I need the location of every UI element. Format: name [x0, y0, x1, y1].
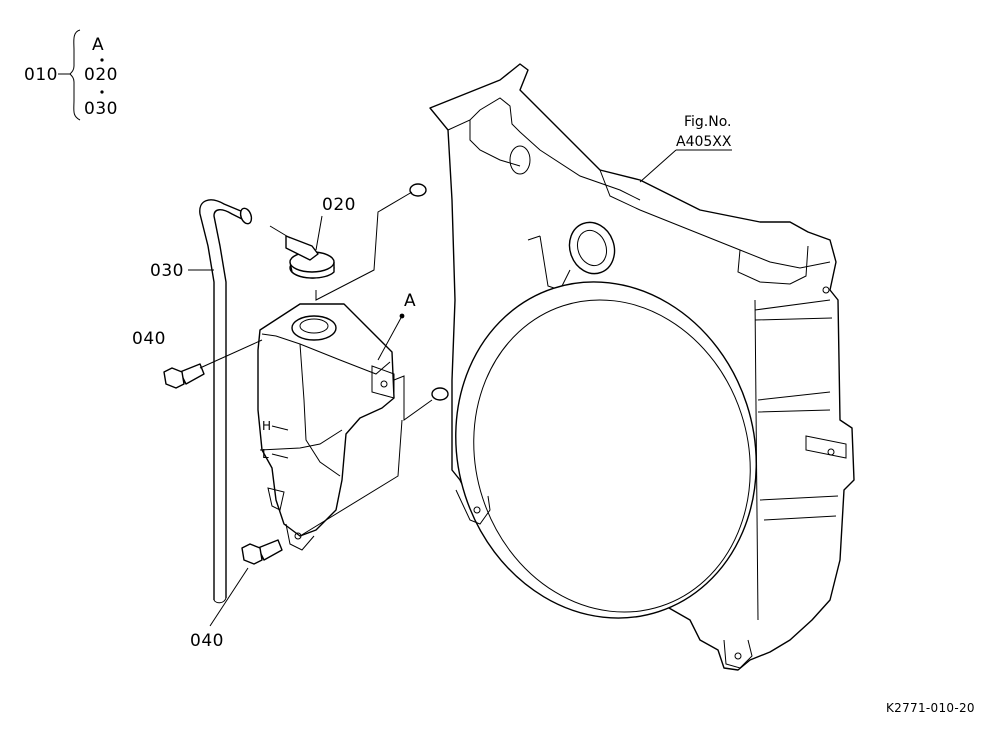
side-tab — [805, 435, 847, 459]
callout-tank-leader — [377, 315, 403, 361]
lower-right-hole — [734, 652, 742, 660]
corner-hole — [822, 286, 830, 294]
mount-leader-lower — [299, 419, 403, 537]
legend-dot — [100, 90, 104, 94]
tank-lower-tab-hole — [294, 532, 302, 540]
legend-item-020: 020 — [84, 65, 118, 85]
bolt-lower-head — [241, 543, 263, 565]
upper-opening — [509, 145, 531, 175]
shroud-top-edge — [599, 169, 831, 269]
bolt-upper: 040 — [132, 329, 263, 389]
tank-step — [259, 429, 343, 451]
mount-leader-upper — [393, 375, 433, 421]
overflow-hose: 030 — [150, 199, 253, 604]
tank-front-edge — [299, 343, 341, 477]
fan-ring-inner — [473, 299, 751, 613]
tank-top-edge — [261, 333, 391, 375]
shroud-top-rib — [469, 120, 521, 167]
lower-left-foot — [455, 489, 491, 525]
tank-lower-tab — [285, 523, 315, 551]
tank-body — [257, 303, 395, 537]
tank-mark-low-line — [271, 453, 289, 459]
bolt-upper-head — [163, 367, 185, 389]
reservoir-tank: H L — [257, 303, 395, 551]
tank-mark-low: L — [262, 447, 269, 461]
legend-assembly-number: 010 — [24, 65, 58, 85]
upper-hose-neck-inner — [576, 229, 608, 267]
tank-mark-high: H — [262, 419, 271, 433]
lower-mount-boss — [431, 387, 449, 401]
assembly-legend: 010 A 020 030 — [24, 29, 118, 121]
callout-cap: 020 — [322, 195, 356, 215]
fig-ref-leader — [639, 149, 732, 183]
shroud-corner-block — [737, 245, 809, 285]
tank-mark-high-line — [271, 425, 289, 431]
bolt-lower: 040 — [190, 539, 283, 651]
bolt-upper-leader — [199, 339, 263, 369]
side-tab-hole — [827, 448, 835, 456]
tank-outlet — [267, 487, 285, 511]
cap-mount-leader — [315, 191, 413, 301]
legend-bracket — [69, 29, 81, 121]
shroud-side-ribs — [754, 299, 839, 521]
legend-item-030: 030 — [84, 99, 118, 119]
fan-shroud — [409, 63, 855, 671]
bolt-lower-leader — [209, 567, 249, 627]
lower-right-foot — [723, 639, 753, 669]
callout-bolt-lower: 040 — [190, 631, 224, 651]
callout-hose: 030 — [150, 261, 184, 281]
tank-callout: A — [377, 291, 416, 361]
tank-upper-tab-hole — [380, 380, 388, 388]
drawing-code: K2771-010-20 — [886, 701, 975, 715]
figure-reference: Fig.No. A405XX — [639, 114, 732, 183]
reservoir-cap: 020 — [269, 195, 356, 279]
cap-nipple-leader — [269, 225, 291, 239]
hose-end-top — [239, 207, 253, 225]
shroud-top-rail — [447, 97, 641, 201]
fig-ref-line1: Fig.No. — [684, 114, 732, 130]
callout-tank: A — [404, 291, 416, 311]
tank-upper-tab — [371, 365, 395, 399]
hose-inner — [213, 209, 245, 598]
upper-mount-boss — [409, 183, 427, 197]
tank-filler-opening — [299, 318, 329, 334]
legend-dot — [100, 58, 104, 62]
hose-end-bottom — [213, 597, 227, 604]
legend-item-a: A — [92, 35, 104, 55]
callout-bolt-upper: 040 — [132, 329, 166, 349]
fig-ref-line2: A405XX — [676, 134, 732, 150]
cap-nipple — [285, 235, 319, 261]
tank-filler-neck — [291, 315, 337, 341]
lower-left-hole — [473, 506, 481, 514]
callout-cap-leader — [315, 215, 323, 251]
fan-ring-outer — [455, 281, 757, 619]
hose-outer — [199, 199, 249, 600]
